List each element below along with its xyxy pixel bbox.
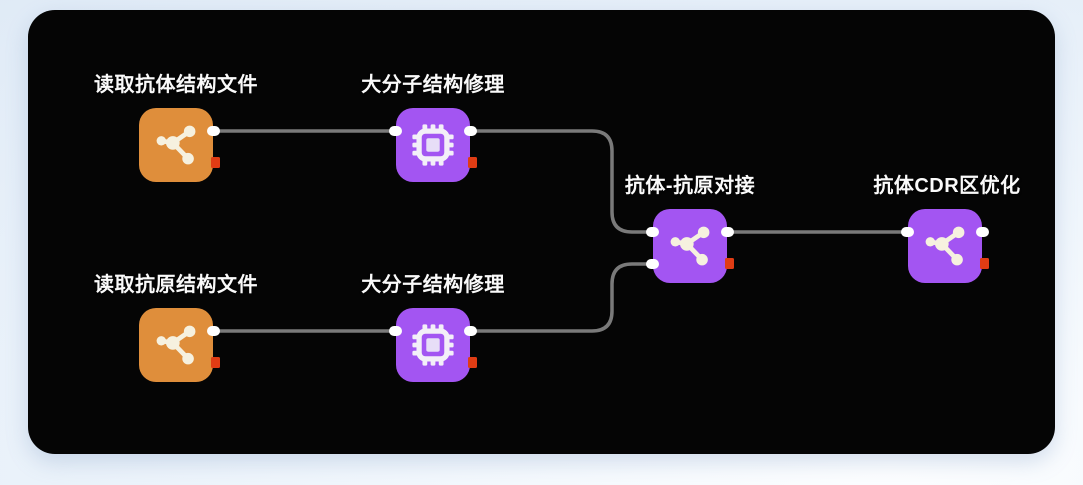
input-port[interactable]	[389, 326, 402, 336]
output-port[interactable]	[464, 326, 477, 336]
input-port-1[interactable]	[646, 227, 659, 237]
output-port[interactable]	[976, 227, 989, 237]
input-port-2[interactable]	[646, 259, 659, 269]
output-port[interactable]	[207, 126, 220, 136]
node-label-docking: 抗体-抗原对接	[624, 175, 756, 197]
node-read-antigen-structure[interactable]	[139, 308, 220, 382]
node-macromolecule-repair-bottom[interactable]	[389, 308, 477, 382]
edge-repair-top-to-docking[interactable]	[466, 129, 659, 234]
molecule-icon	[925, 226, 965, 266]
chip-icon	[412, 324, 454, 366]
chip-icon	[412, 124, 454, 166]
node-label-repair-top: 大分子结构修理	[361, 74, 505, 96]
output-port[interactable]	[207, 326, 220, 336]
molecule-icon	[156, 125, 196, 165]
input-port[interactable]	[389, 126, 402, 136]
node-antibody-antigen-docking[interactable]	[646, 209, 734, 283]
output-port[interactable]	[721, 227, 734, 237]
molecule-icon	[670, 226, 710, 266]
molecule-icon	[156, 325, 196, 365]
node-status-tag	[211, 157, 220, 168]
node-status-tag	[468, 157, 477, 168]
edge-repair-bottom-to-docking[interactable]	[466, 262, 659, 333]
node-label-read-antibody: 读取抗体结构文件	[94, 74, 258, 96]
node-label-read-antigen: 读取抗原结构文件	[94, 274, 258, 296]
node-read-antibody-structure[interactable]	[139, 108, 220, 182]
node-status-tag	[468, 357, 477, 368]
output-port[interactable]	[464, 126, 477, 136]
node-status-tag	[980, 258, 989, 269]
node-status-tag	[211, 357, 220, 368]
node-antibody-cdr-optimization[interactable]	[901, 209, 989, 283]
node-label-repair-bottom: 大分子结构修理	[361, 274, 505, 296]
node-label-cdr-optimization: 抗体CDR区优化	[873, 175, 1021, 197]
input-port[interactable]	[901, 227, 914, 237]
node-macromolecule-repair-top[interactable]	[389, 108, 477, 182]
node-status-tag	[725, 258, 734, 269]
